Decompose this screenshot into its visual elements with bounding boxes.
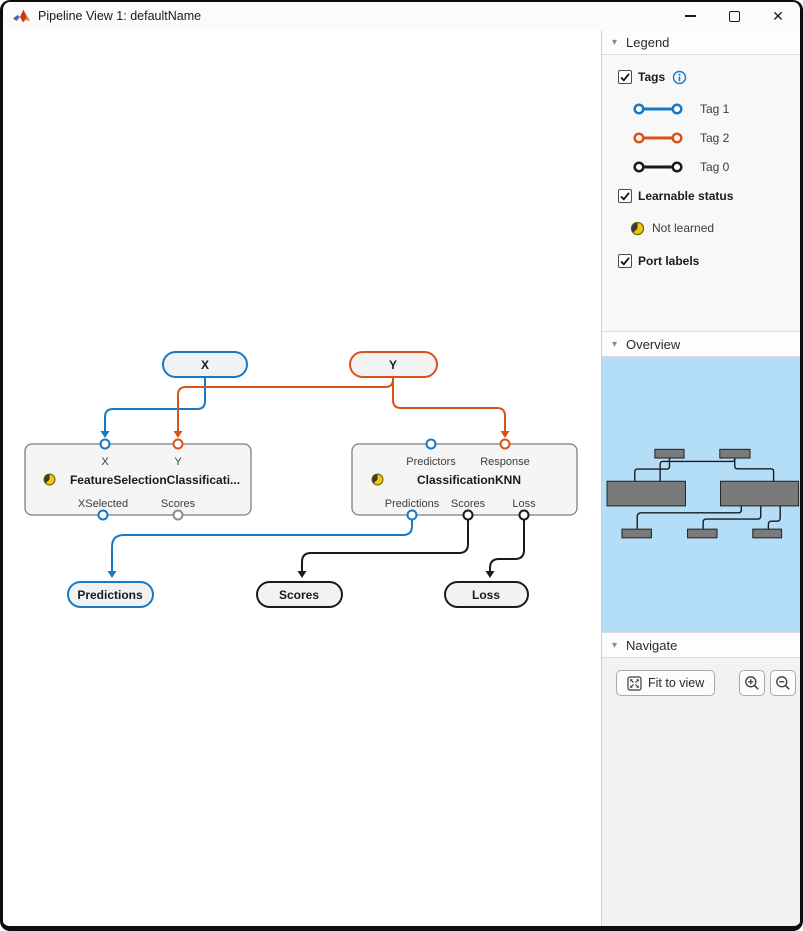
port-fs-y[interactable] xyxy=(172,438,184,450)
port-knn-response[interactable] xyxy=(499,438,511,450)
port-fs-xselected[interactable] xyxy=(97,509,109,521)
tag2-label: Tag 2 xyxy=(700,131,730,145)
overview-minimap[interactable] xyxy=(602,357,800,632)
edge-knn-predictions-to-predictions[interactable] xyxy=(107,520,413,578)
sidebar: ▾ Legend Tags xyxy=(601,30,800,926)
port-label-fs-scores: Scores xyxy=(161,498,196,510)
minimize-icon xyxy=(684,15,696,17)
port-knn-predictors[interactable] xyxy=(425,438,437,450)
port-label-knn-response: Response xyxy=(480,456,530,468)
fit-to-view-icon xyxy=(627,675,642,691)
output-loss-label: Loss xyxy=(472,588,500,602)
input-y-label: Y xyxy=(389,358,397,372)
collapse-arrow-icon: ▾ xyxy=(612,338,618,350)
legend-panel: Tags Tag 1 xyxy=(602,55,800,331)
minimize-button[interactable] xyxy=(668,2,712,30)
port-labels-checkbox[interactable] xyxy=(618,254,632,268)
port-knn-predictions[interactable] xyxy=(406,509,418,521)
pipeline-diagram: X Y X Y FeatureSelectionClassificati... xyxy=(24,351,578,608)
block-classificationknn[interactable]: Predictors Response ClassificationKNN Pr… xyxy=(351,443,578,516)
overview-section-header[interactable]: ▾ Overview xyxy=(602,331,800,357)
overview-header-label: Overview xyxy=(626,336,681,352)
zoom-out-icon xyxy=(776,676,790,690)
port-label-fs-y: Y xyxy=(174,456,182,468)
maximize-icon xyxy=(728,10,740,22)
title-bar: Pipeline View 1: defaultName ✕ xyxy=(3,2,800,30)
learnable-status-label: Learnable status xyxy=(638,189,734,203)
collapse-arrow-icon: ▾ xyxy=(612,639,618,651)
collapse-arrow-icon: ▾ xyxy=(612,36,618,48)
output-node-predictions[interactable]: Predictions xyxy=(67,581,154,608)
fit-to-view-button[interactable]: Fit to view xyxy=(616,670,716,696)
port-label-fs-x: X xyxy=(101,456,109,468)
block-title-classificationknn: ClassificationKNN xyxy=(417,473,521,487)
tag1-line-sample xyxy=(633,103,683,115)
output-node-scores[interactable]: Scores xyxy=(256,581,343,608)
output-node-loss[interactable]: Loss xyxy=(444,581,529,608)
info-icon[interactable] xyxy=(672,70,687,85)
legend-tag2-row: Tag 2 xyxy=(630,129,800,147)
input-node-x[interactable]: X xyxy=(162,351,248,378)
not-learned-icon xyxy=(43,473,56,486)
edge-knn-scores-to-scores[interactable] xyxy=(297,520,469,578)
legend-tag1-row: Tag 1 xyxy=(630,100,800,118)
port-labels-label: Port labels xyxy=(638,254,700,268)
block-title-featureselection: FeatureSelectionClassificati... xyxy=(70,473,240,487)
tags-checkbox[interactable] xyxy=(618,70,632,84)
pipeline-canvas[interactable]: X Y X Y FeatureSelectionClassificati... xyxy=(3,30,601,926)
zoom-out-button[interactable] xyxy=(770,670,797,696)
tags-label: Tags xyxy=(638,70,666,84)
block-featureselection[interactable]: X Y FeatureSelectionClassificati... XSel… xyxy=(24,443,252,516)
close-icon: ✕ xyxy=(772,8,784,24)
not-learned-icon xyxy=(630,221,645,235)
legend-not-learned-row: Not learned xyxy=(630,219,800,237)
tag0-label: Tag 0 xyxy=(700,160,730,174)
tag1-label: Tag 1 xyxy=(700,102,730,116)
matlab-logo-icon xyxy=(13,9,30,24)
maximize-button[interactable] xyxy=(712,2,756,30)
port-label-knn-predictors: Predictors xyxy=(406,456,456,468)
learnable-status-checkbox[interactable] xyxy=(618,189,632,203)
legend-tag0-row: Tag 0 xyxy=(630,158,800,176)
output-scores-label: Scores xyxy=(279,588,319,602)
port-label-knn-predictions: Predictions xyxy=(385,498,440,510)
port-knn-scores[interactable] xyxy=(462,509,474,521)
edge-knn-loss-to-loss[interactable] xyxy=(485,520,525,578)
port-label-knn-scores: Scores xyxy=(451,498,486,510)
input-node-y[interactable]: Y xyxy=(349,351,438,378)
edge-y-to-knn-response[interactable] xyxy=(392,377,510,438)
port-knn-loss[interactable] xyxy=(518,509,530,521)
navigate-header-label: Navigate xyxy=(626,637,678,653)
zoom-in-icon xyxy=(745,676,759,690)
tag2-line-sample xyxy=(633,132,683,144)
not-learned-icon xyxy=(371,473,384,486)
port-label-knn-loss: Loss xyxy=(512,498,536,510)
input-x-label: X xyxy=(201,358,209,372)
navigate-panel: Fit to view xyxy=(602,658,800,926)
navigate-section-header[interactable]: ▾ Navigate xyxy=(602,632,800,658)
port-fs-x[interactable] xyxy=(99,438,111,450)
zoom-in-button[interactable] xyxy=(739,670,766,696)
window-title: Pipeline View 1: defaultName xyxy=(38,9,202,23)
not-learned-label: Not learned xyxy=(652,221,715,235)
output-predictions-label: Predictions xyxy=(77,588,143,602)
port-fs-scores[interactable] xyxy=(172,509,184,521)
legend-section-header[interactable]: ▾ Legend xyxy=(602,30,800,55)
edge-x-to-featureselection[interactable] xyxy=(100,377,206,438)
close-button[interactable]: ✕ xyxy=(756,2,800,30)
edge-y-to-featureselection[interactable] xyxy=(173,377,394,438)
legend-header-label: Legend xyxy=(626,34,670,50)
port-label-fs-xselected: XSelected xyxy=(78,498,128,510)
tag0-line-sample xyxy=(633,161,683,173)
fit-to-view-label: Fit to view xyxy=(648,676,705,690)
